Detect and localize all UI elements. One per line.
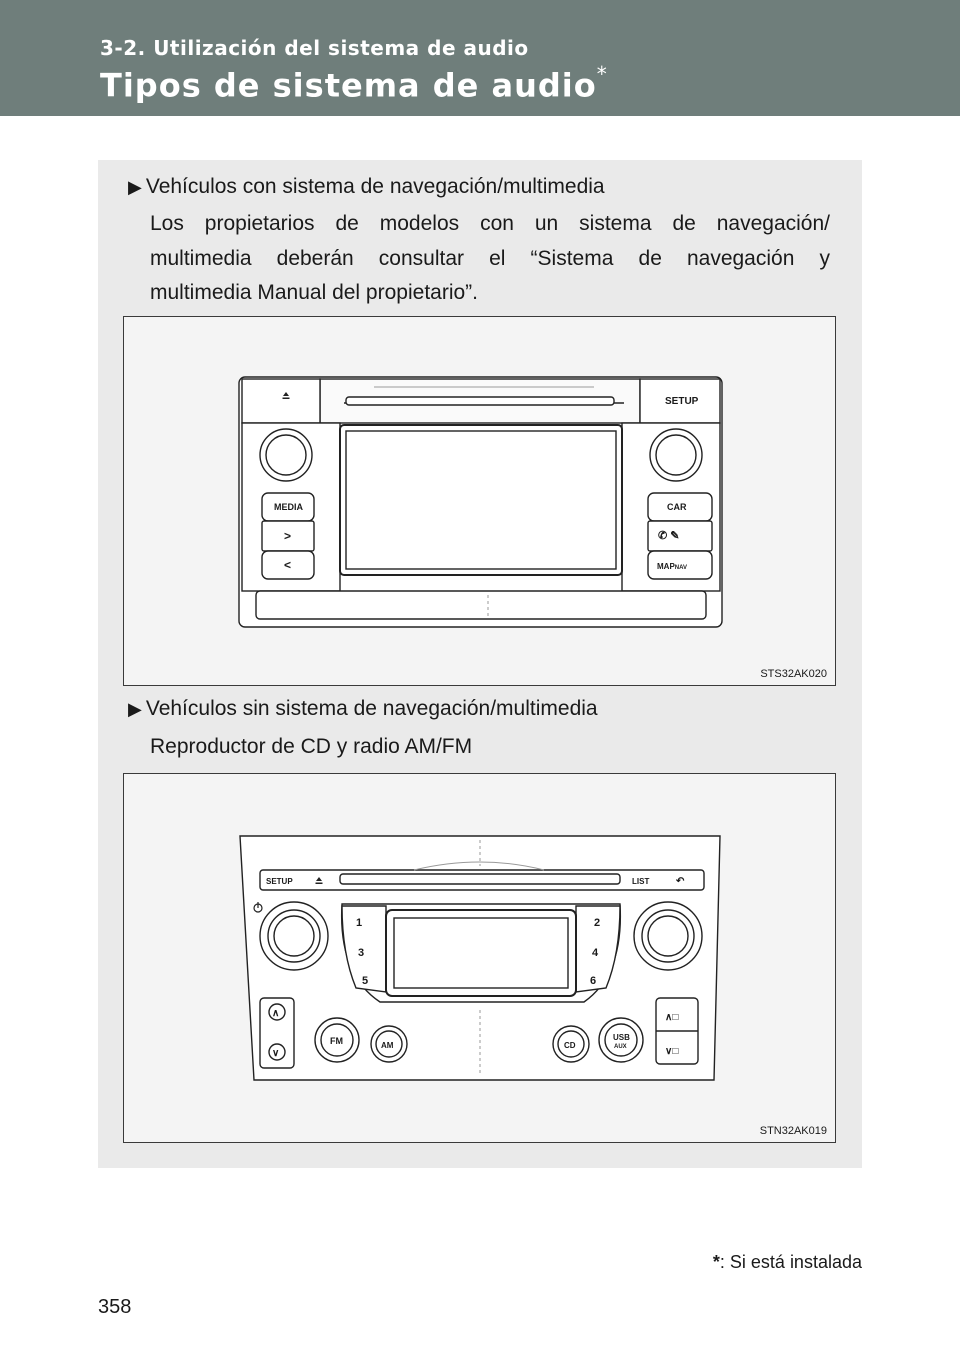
triangle-bullet-icon: ▶ bbox=[128, 177, 142, 197]
heading-text: Vehículos con sistema de navegación/mult… bbox=[145, 175, 605, 198]
power-icon bbox=[253, 902, 263, 913]
cd-label: CD bbox=[564, 1041, 576, 1050]
footnote-text: : Si está instalada bbox=[719, 1252, 862, 1272]
paragraph-line: Reproductor de CD y radio AM/FM bbox=[150, 735, 473, 758]
page-title-text: Tipos de sistema de audio bbox=[100, 66, 597, 105]
preset-5-label: 5 bbox=[362, 975, 368, 987]
am-label: AM bbox=[381, 1041, 394, 1050]
paragraph-line: multimedia deberán consultar el “Sistema… bbox=[150, 246, 830, 270]
navigation-unit-illustration: SETUP MEDIA > < CAR ✆ ✎ MAPNAV bbox=[238, 376, 723, 628]
eject-icon bbox=[315, 877, 323, 884]
media-label: MEDIA bbox=[274, 502, 304, 512]
list-label: LIST bbox=[632, 877, 649, 886]
figure-code: STS32AK020 bbox=[760, 668, 827, 680]
usb-label: USB bbox=[613, 1033, 630, 1042]
page-number: 358 bbox=[98, 1296, 132, 1318]
preset-1-label: 1 bbox=[356, 917, 362, 929]
prev-track-icon: < bbox=[284, 558, 291, 572]
figure-navigation-unit: SETUP MEDIA > < CAR ✆ ✎ MAPNAV STS32AK02… bbox=[123, 316, 836, 686]
figure-code: STN32AK019 bbox=[759, 1125, 827, 1137]
triangle-bullet-icon: ▶ bbox=[128, 699, 142, 719]
folder-up-icon: ∧□ bbox=[665, 1012, 678, 1023]
aux-label: AUX bbox=[614, 1044, 627, 1050]
eject-icon bbox=[282, 392, 290, 399]
preset-3-label: 3 bbox=[358, 947, 364, 959]
setup-label: SETUP bbox=[665, 396, 699, 407]
figure-cd-radio-unit: SETUP LIST ↶ 1 2 3 4 5 6 ∧ ∨ FM AM CD US… bbox=[123, 773, 836, 1143]
chapter-header: 3-2. Utilización del sistema de audio Ti… bbox=[0, 0, 960, 116]
paragraph-cd-radio: Reproductor de CD y radio AM/FM bbox=[150, 730, 830, 765]
folder-down-icon: ∨□ bbox=[665, 1046, 678, 1057]
up-icon: ∧ bbox=[272, 1008, 279, 1019]
car-label: CAR bbox=[667, 502, 687, 512]
map-label: MAPNAV bbox=[657, 562, 687, 571]
fm-label: FM bbox=[330, 1036, 343, 1046]
back-icon: ↶ bbox=[675, 876, 685, 887]
cd-radio-unit-illustration: SETUP LIST ↶ 1 2 3 4 5 6 ∧ ∨ FM AM CD US… bbox=[239, 835, 721, 1081]
heading-text: Vehículos sin sistema de navegación/mult… bbox=[145, 697, 598, 720]
paragraph-line: multimedia Manual del propietario”. bbox=[150, 281, 478, 304]
next-track-icon: > bbox=[284, 529, 291, 543]
footnote-asterisk: * bbox=[712, 1252, 720, 1272]
heading-with-navigation: ▶Vehículos con sistema de navegación/mul… bbox=[128, 175, 605, 199]
preset-4-label: 4 bbox=[592, 947, 599, 959]
paragraph-navigation: Los propietarios de modelos con un siste… bbox=[150, 207, 830, 311]
footnote: *: Si está instalada bbox=[713, 1252, 862, 1273]
preset-6-label: 6 bbox=[590, 975, 596, 987]
phone-icon: ✆ ✎ bbox=[658, 530, 680, 542]
down-icon: ∨ bbox=[272, 1048, 279, 1059]
title-asterisk: * bbox=[596, 62, 608, 86]
heading-without-navigation: ▶Vehículos sin sistema de navegación/mul… bbox=[128, 697, 598, 721]
section-title: 3-2. Utilización del sistema de audio bbox=[100, 36, 529, 60]
setup-label: SETUP bbox=[266, 877, 293, 886]
page-title: Tipos de sistema de audio* bbox=[100, 62, 608, 105]
preset-2-label: 2 bbox=[594, 917, 600, 929]
paragraph-line: Los propietarios de modelos con un siste… bbox=[150, 212, 830, 235]
